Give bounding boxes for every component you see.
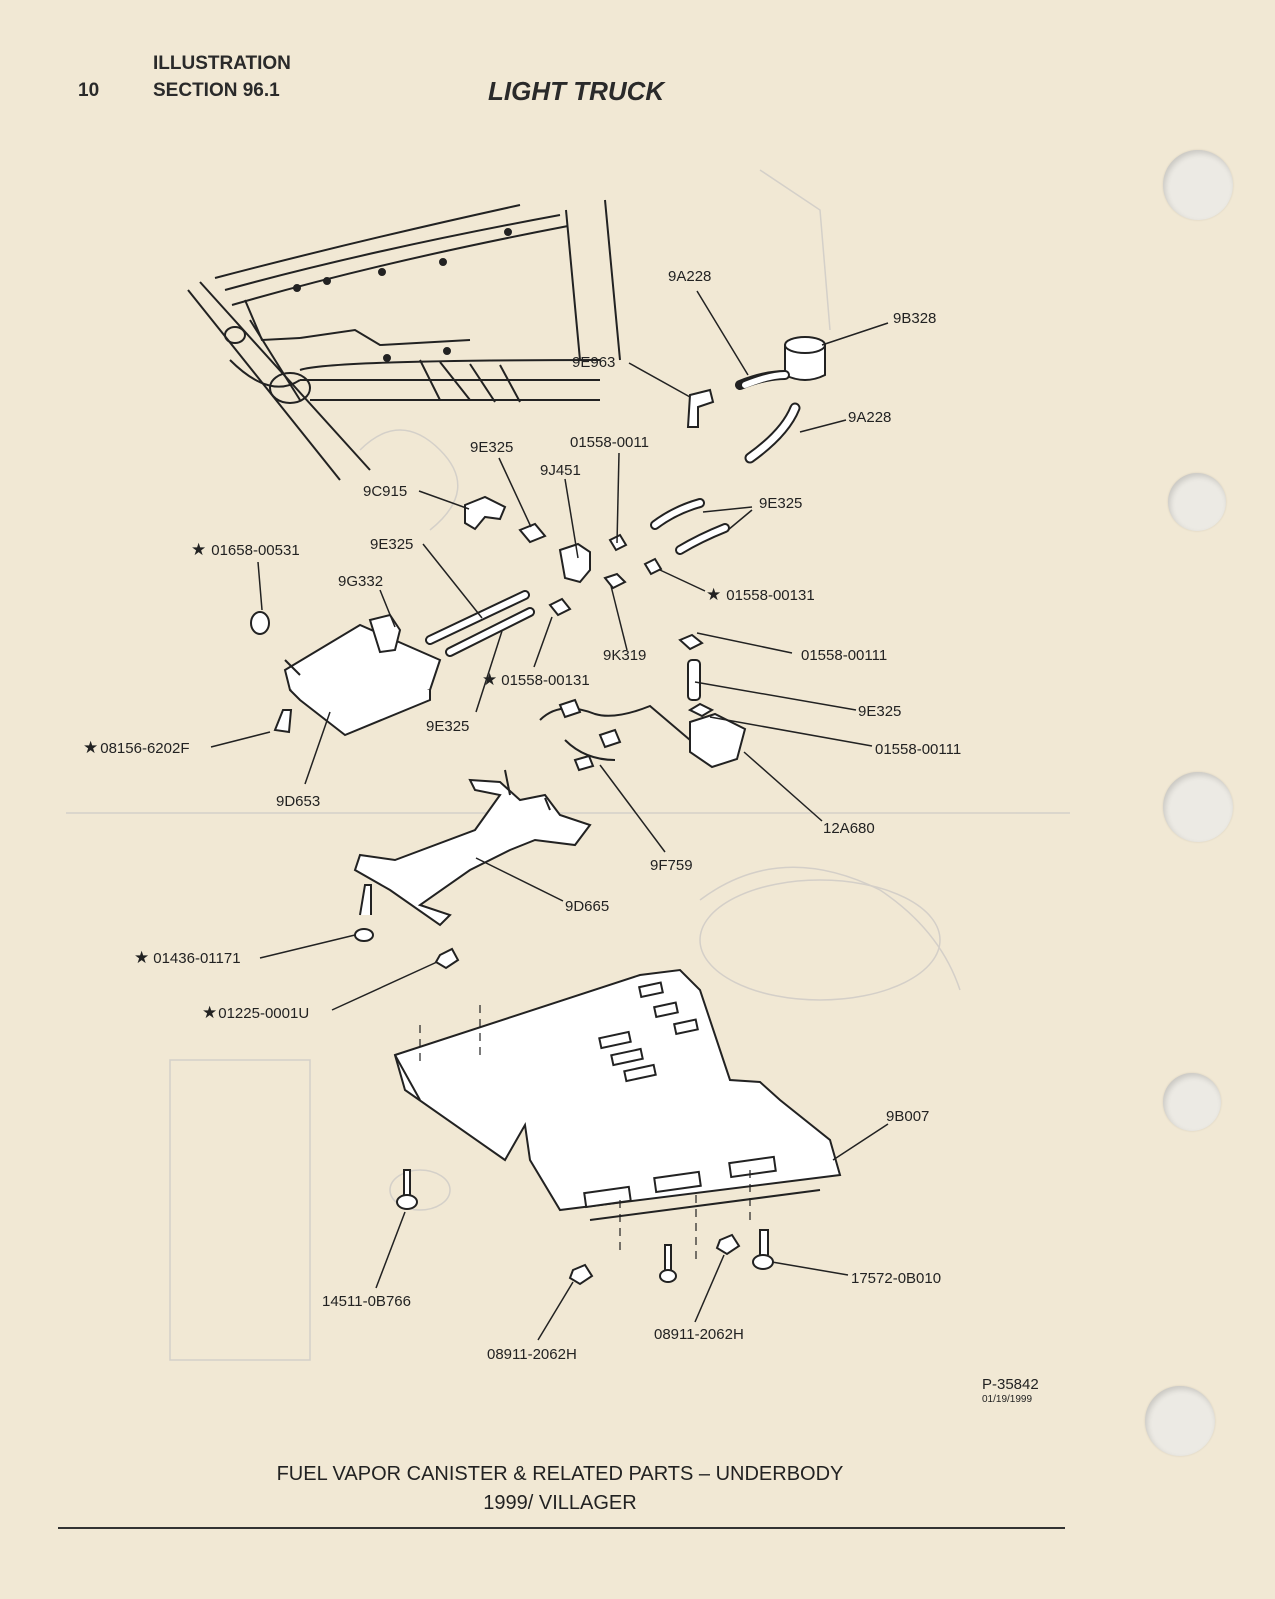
label-9D665: 9D665 [565, 898, 609, 915]
label-9E325-a: 9E325 [470, 439, 513, 456]
caption-line-2: 1999/ VILLAGER [483, 1492, 637, 1514]
label-14511-0B766: 14511-0B766 [322, 1293, 411, 1310]
label-9E325-b: 9E325 [759, 495, 802, 512]
valve-connectors [250, 495, 730, 657]
label-01558-00111-a: 01558-00111 [801, 647, 887, 664]
label-08911-2062H-a: 08911-2062H [654, 1326, 744, 1343]
label-17572-0B010: 17572-0B010 [851, 1270, 941, 1287]
part-9D665-bracket [353, 769, 592, 970]
shield-fasteners [396, 1169, 774, 1286]
binder-hole-4 [1163, 1073, 1221, 1131]
caption-line-1: FUEL VAPOR CANISTER & RELATED PARTS – UN… [276, 1463, 844, 1485]
label-01558-0011: 01558-0011 [570, 434, 649, 451]
part-9B328-assembly [686, 336, 826, 464]
binder-hole-2 [1168, 473, 1226, 531]
label-9C915: 9C915 [363, 483, 407, 500]
vehicle-frame [187, 199, 621, 481]
label-9D653: 9D653 [276, 793, 320, 810]
label-01558-00131-a: ★01558-00131 [706, 585, 815, 604]
bottom-rule [58, 1527, 1065, 1529]
binder-hole-3 [1163, 772, 1233, 842]
label-9G332: 9G332 [338, 573, 383, 590]
label-9J451: 9J451 [540, 462, 581, 479]
illustration-label: ILLUSTRATION [153, 53, 291, 74]
label-01225-0001U: ★01225-0001U [202, 1003, 309, 1022]
part-12A680-and-hose [539, 633, 747, 772]
reference-code: P-35842 [982, 1376, 1039, 1393]
part-labels: 9A228 9B328 9E963 9A228 9E325 01558-0011… [83, 268, 961, 1363]
label-01558-00111-b: 01558-00111 [875, 741, 961, 758]
label-9F759: 9F759 [650, 857, 693, 874]
reference-date: 01/19/1999 [982, 1394, 1033, 1405]
label-01558-00131-b: ★01558-00131 [482, 670, 590, 689]
label-9B328: 9B328 [893, 310, 936, 327]
page-number: 10 [78, 80, 100, 101]
label-9A228-right: 9A228 [848, 409, 891, 426]
label-9E963: 9E963 [572, 354, 615, 371]
label-9K319: 9K319 [603, 647, 646, 664]
label-08911-2062H-b: 08911-2062H [487, 1346, 577, 1363]
alignment-dashes [419, 1005, 751, 1260]
label-01436-01171: ★01436-01171 [134, 948, 241, 967]
label-01658-00531: ★01658-00531 [191, 540, 300, 559]
label-9E325-d: 9E325 [858, 703, 901, 720]
binder-hole-1 [1163, 150, 1233, 220]
label-9A228-top: 9A228 [668, 268, 711, 285]
label-12A680: 12A680 [823, 820, 875, 837]
label-9E325-e: 9E325 [426, 718, 469, 735]
ghost-bleed-through [66, 169, 1070, 1361]
label-9E325-c: 9E325 [370, 536, 413, 553]
label-08156-6202F: ★08156-6202F [83, 738, 190, 757]
section-label: SECTION 96.1 [153, 80, 280, 101]
part-9B007-shield [393, 968, 842, 1221]
part-9D653-canister [273, 613, 442, 737]
binder-hole-5 [1145, 1386, 1215, 1456]
label-9B007: 9B007 [886, 1108, 929, 1125]
leader-lines [210, 290, 889, 1341]
page-title: LIGHT TRUCK [488, 76, 665, 106]
